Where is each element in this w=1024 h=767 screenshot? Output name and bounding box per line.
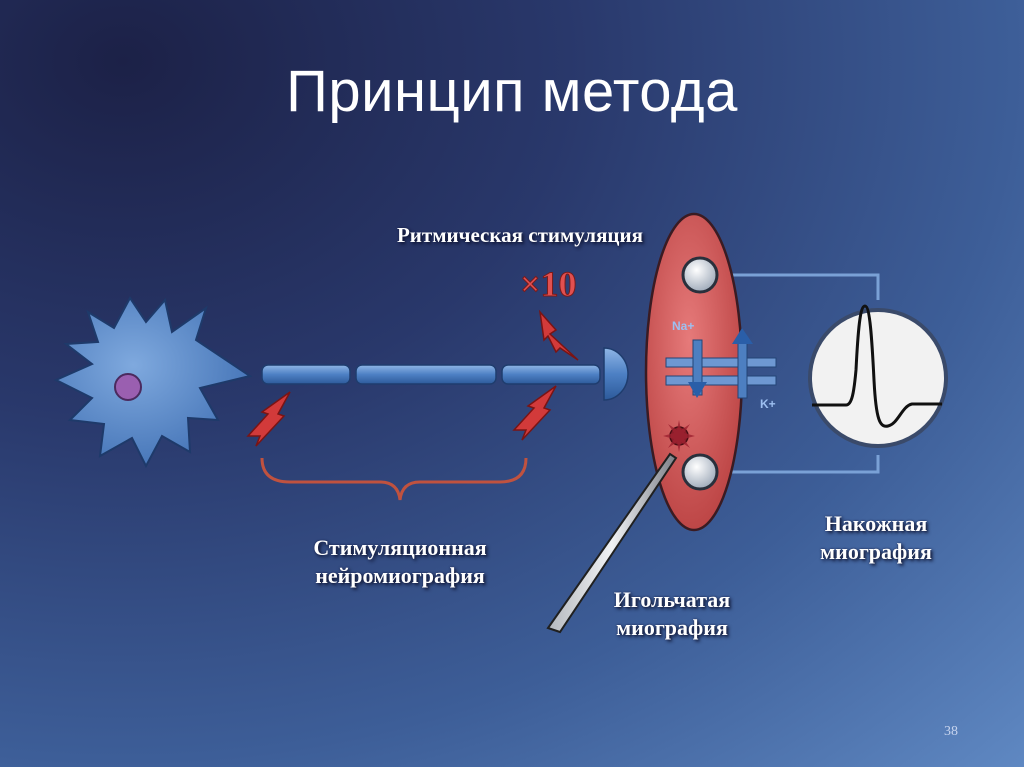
slide-title: Принцип метода <box>286 59 738 124</box>
surface-electrode-top <box>681 256 719 294</box>
needle-emg-label: Игольчатая миография <box>613 587 731 640</box>
action-potential-trace <box>812 304 942 428</box>
axon-terminal <box>603 347 629 401</box>
surface-emg-label: Накожная миография <box>820 511 932 564</box>
multiplier-label: ×10 <box>520 264 577 304</box>
recording-wires <box>720 273 880 474</box>
lightning-icon <box>246 391 291 447</box>
k-arrow-icon <box>732 328 753 344</box>
stimulation-emg-label: Стимуляционная нейромиография <box>313 535 487 588</box>
neuron-soma <box>53 296 253 469</box>
lightning-icon <box>538 309 579 361</box>
axon <box>261 347 629 401</box>
needle-electrode <box>546 452 678 634</box>
page-number: 38 <box>944 724 958 739</box>
lightning-icon <box>512 385 557 441</box>
rhythmic-stimulation-label: Ритмическая стимуляция <box>396 223 643 247</box>
surface-electrode-bottom <box>681 453 719 491</box>
segment-brace <box>260 457 528 501</box>
ion-channels: Na+ K+ <box>663 319 777 452</box>
neuron-nucleus <box>114 373 142 401</box>
na-arrow-icon <box>688 382 707 398</box>
na-ion-label: Na+ <box>672 319 694 333</box>
k-ion-label: K+ <box>760 397 776 411</box>
emg-display <box>808 304 948 448</box>
